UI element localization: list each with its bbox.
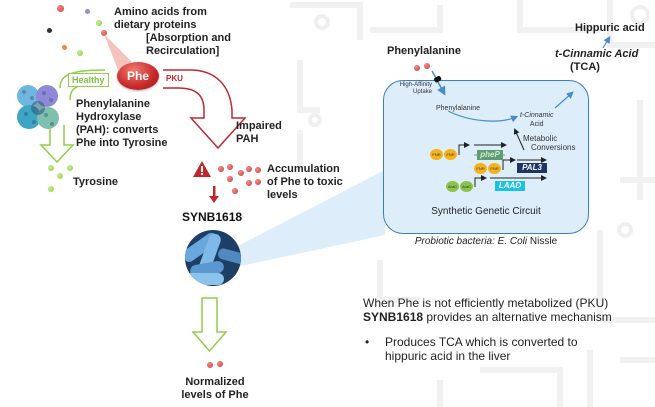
warning-icon xyxy=(193,161,211,177)
amino-acid-dot xyxy=(57,5,64,12)
metabolic-conversions-label: Metabolic Conversions xyxy=(523,134,576,152)
absorption-label: [Absorption and Recirculation] xyxy=(146,32,231,57)
phe-dot xyxy=(246,180,252,186)
normalized-label: Normalized levels of Phe xyxy=(181,376,249,401)
healthy-tag: Healthy xyxy=(68,73,109,87)
phe-dot xyxy=(246,166,252,172)
amino-acid-dot xyxy=(47,28,52,33)
arac-promoter: AraC xyxy=(446,181,459,192)
red-down-arrow-icon xyxy=(209,186,219,203)
uptake-label: High-Affinity Uptake xyxy=(399,82,432,95)
hippuric-acid-label: Hippuric acid xyxy=(575,22,645,34)
phep-gene: pheP xyxy=(477,150,503,160)
bullet-marker: • xyxy=(365,335,370,349)
fnr-promoter: FNR xyxy=(474,163,487,174)
tyrosine-label: Tyrosine xyxy=(73,176,119,188)
bullet-text: Produces TCA which is converted to hippu… xyxy=(385,335,578,363)
tyrosine-dot xyxy=(48,186,54,192)
phenylalanine-outside-label: Phenylalanine xyxy=(387,45,461,57)
amino-acid-dot xyxy=(96,20,102,26)
phe-dot xyxy=(255,179,261,185)
laad-gene: LAAD xyxy=(495,181,525,191)
phenylalanine-inside-label: Phenylalanine xyxy=(436,105,480,112)
phe-dot xyxy=(227,164,233,170)
cinnamic-inside-label: t-Cinnamic Acid xyxy=(520,112,554,128)
phe-dot xyxy=(218,166,224,172)
bacterial-cell-box xyxy=(383,80,589,234)
amino-acid-dot xyxy=(62,45,67,50)
pal3-gene: PAL3 xyxy=(517,163,547,173)
probiotic-caption: Probiotic bacteria: E. Coli Nissle xyxy=(414,236,558,247)
fnr-promoter: FNR xyxy=(444,149,457,160)
arac-promoter: AraC xyxy=(460,181,473,192)
phe-dot xyxy=(232,188,238,194)
pah-protein-icon xyxy=(17,85,59,129)
phe-dot xyxy=(207,362,213,368)
phe-dot xyxy=(255,167,261,173)
phe-dot xyxy=(424,63,430,69)
amino-acid-dot xyxy=(77,50,83,56)
amino-acid-dot xyxy=(101,30,107,36)
tca-label: t-Cinnamic Acid (TCA) xyxy=(555,48,639,73)
phe-dot xyxy=(238,170,244,176)
impaired-pah-label: Impaired PAH xyxy=(236,120,282,145)
fnr-promoter: FNR xyxy=(430,149,443,160)
phe-dot xyxy=(217,361,223,367)
summary-line2: SYNB1618 provides an alternative mechani… xyxy=(363,310,612,324)
pku-tag: PKU xyxy=(164,73,185,84)
fnr-promoter: FNR xyxy=(488,163,501,174)
amino-acids-label: Amino acids from dietary proteins xyxy=(114,6,207,31)
green-down-arrow-icon xyxy=(192,297,228,353)
tyrosine-dot xyxy=(57,173,63,179)
summary-line1: When Phe is not efficiently metabolized … xyxy=(363,296,609,310)
synb1618-label: SYNB1618 xyxy=(182,210,243,224)
circuit-title: Synthetic Genetic Circuit xyxy=(431,206,541,217)
tyrosine-dot xyxy=(67,165,73,171)
tyrosine-dot xyxy=(48,165,54,171)
bacteria-image xyxy=(185,230,241,286)
accumulation-label: Accumulation of Phe to toxic levels xyxy=(267,163,343,201)
phe-dot xyxy=(414,65,420,71)
pah-label: Phenylalanine Hydroxylase (PAH): convert… xyxy=(76,98,168,149)
phe-dot xyxy=(227,176,233,182)
amino-acid-dot xyxy=(85,9,90,14)
phe-badge: Phe xyxy=(117,62,159,90)
